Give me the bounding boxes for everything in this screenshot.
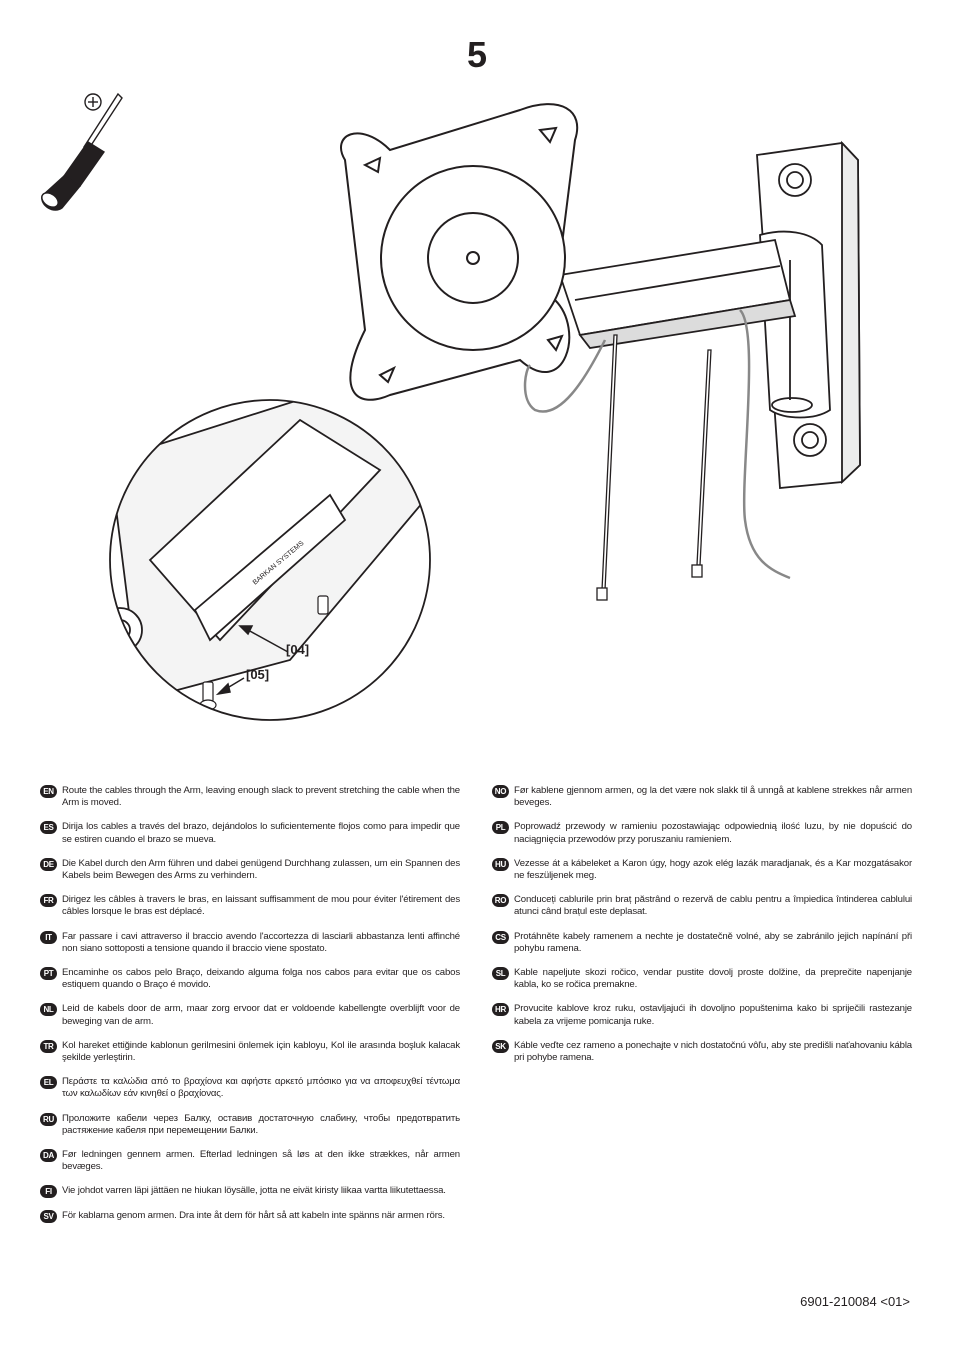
lang-badge: HR bbox=[492, 1003, 509, 1017]
lang-badge: SK bbox=[492, 1039, 509, 1053]
lang-badge: EN bbox=[40, 785, 57, 798]
phillips-screwdriver-icon bbox=[41, 92, 123, 211]
arm bbox=[558, 238, 797, 349]
lang-badge: IT bbox=[40, 930, 57, 944]
lang-badge: DA bbox=[40, 1149, 57, 1163]
callout-05: [05] bbox=[246, 667, 270, 682]
vesa-plate bbox=[340, 103, 579, 401]
assembly-illustration: BARKAN SYSTEMS bbox=[41, 92, 861, 721]
detail-view: BARKAN SYSTEMS bbox=[110, 400, 430, 720]
lang-badge: PT bbox=[40, 967, 57, 981]
lang-badge: SV bbox=[40, 1209, 57, 1223]
lang-badge: RU bbox=[40, 1112, 57, 1126]
lang-badge: CS bbox=[492, 930, 509, 944]
lang-badge: TR bbox=[40, 1039, 57, 1053]
lang-badge: RO bbox=[492, 894, 509, 908]
lang-badge: FR bbox=[40, 894, 57, 908]
screw-upper bbox=[317, 595, 329, 615]
lang-badge: PL bbox=[492, 821, 509, 835]
lang-badge: NO bbox=[492, 785, 509, 798]
leader-lines bbox=[215, 625, 289, 696]
cable-ties bbox=[596, 334, 712, 601]
lang-badge: SL bbox=[492, 967, 509, 981]
lang-badge: FI bbox=[40, 1185, 57, 1199]
document-code: 6901-210084 <01> bbox=[800, 1294, 910, 1309]
detail-circle bbox=[109, 399, 431, 721]
lang-badge: HU bbox=[492, 857, 509, 871]
step-number: 5 bbox=[466, 34, 488, 75]
lang-badge: EL bbox=[40, 1076, 57, 1090]
lang-badge: ES bbox=[40, 821, 57, 835]
lang-badge: DE bbox=[40, 857, 57, 871]
cables bbox=[523, 309, 791, 580]
lang-badge: NL bbox=[40, 1003, 57, 1017]
callout-04: [04] bbox=[286, 642, 310, 657]
